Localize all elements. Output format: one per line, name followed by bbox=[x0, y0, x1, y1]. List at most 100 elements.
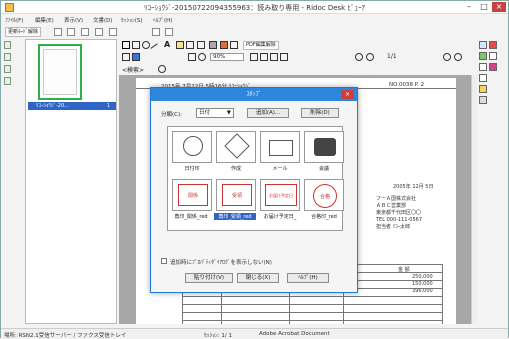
page-thumbnail[interactable] bbox=[38, 44, 82, 100]
panel-icon-7[interactable] bbox=[479, 74, 487, 82]
page-counter: 1/1 bbox=[387, 53, 397, 60]
panel-icon-2[interactable] bbox=[489, 41, 497, 49]
table-vline bbox=[289, 264, 290, 324]
close-button[interactable]: × bbox=[492, 2, 506, 12]
copy-icon[interactable] bbox=[67, 28, 75, 36]
company-line: 東京都千代田区〇〇 bbox=[376, 210, 422, 216]
save-icon[interactable] bbox=[81, 28, 89, 36]
company-line: 担当者 ﾘｺｰ太郎 bbox=[376, 224, 411, 230]
minimize-button[interactable]: – bbox=[467, 2, 471, 11]
next-icon[interactable] bbox=[165, 28, 173, 36]
panel-icon-1[interactable] bbox=[479, 41, 487, 49]
view-icon-2[interactable] bbox=[132, 53, 140, 61]
menu-file[interactable]: ﾌｧｲﾙ(F) bbox=[5, 18, 24, 24]
stamp-kaku-kankei[interactable]: 関係 bbox=[172, 179, 212, 211]
panel-icon-6[interactable] bbox=[489, 63, 497, 71]
menu-view[interactable]: 表示(V) bbox=[64, 18, 84, 24]
circle-icon[interactable] bbox=[142, 41, 150, 49]
table-vline bbox=[182, 264, 183, 324]
fit-page-icon[interactable] bbox=[270, 53, 278, 61]
update-mode-button[interactable]: 更新ﾓｰﾄﾞ解除 bbox=[5, 27, 42, 37]
menu-edit[interactable]: 編集(E) bbox=[35, 18, 54, 24]
print-icon[interactable] bbox=[54, 28, 62, 36]
stamp-create[interactable] bbox=[216, 131, 256, 163]
panel-icon-5[interactable] bbox=[479, 63, 487, 71]
search-label[interactable]: <検索> bbox=[122, 67, 145, 74]
panel-icon-4[interactable] bbox=[489, 52, 497, 60]
classification-label: 分類(C): bbox=[161, 112, 182, 118]
status-doc-type: Adobe Acrobat Document bbox=[259, 331, 330, 337]
zoom-select[interactable]: 90% bbox=[210, 53, 244, 61]
panel-icon-8[interactable] bbox=[479, 85, 487, 93]
sticky-note-icon[interactable] bbox=[197, 41, 205, 49]
stamp-delivery-date[interactable]: お届け予定日 bbox=[260, 179, 300, 211]
stamp-kaku-juryo[interactable]: 受領 bbox=[216, 179, 256, 211]
rectangle-icon[interactable] bbox=[132, 41, 140, 49]
search-icon[interactable] bbox=[158, 65, 166, 73]
fit-icon[interactable] bbox=[188, 53, 196, 61]
company-block: フーＡ国株式会社 ＡＢＣ営業部 東京都千代田区〇〇 TEL 000-111-05… bbox=[376, 196, 422, 231]
menu-session[interactable]: ｾｯｼｮﾝ(S) bbox=[121, 18, 143, 24]
maximize-button[interactable]: □ bbox=[480, 2, 488, 11]
file-icon[interactable] bbox=[4, 65, 11, 73]
help-button[interactable]: ﾍﾙﾌﾟ(H) bbox=[287, 273, 329, 283]
zoom-in-icon[interactable] bbox=[250, 53, 258, 61]
stamp-date[interactable] bbox=[172, 131, 212, 163]
add-stamp-button[interactable]: 追加(A)... bbox=[247, 108, 289, 118]
menu-document[interactable]: 文書(D) bbox=[93, 18, 113, 24]
panel-icon-9[interactable] bbox=[479, 96, 487, 104]
list-icon[interactable] bbox=[4, 53, 11, 61]
undo-icon[interactable] bbox=[122, 41, 130, 49]
filter-icon[interactable] bbox=[4, 77, 11, 85]
session-icon[interactable] bbox=[109, 28, 117, 36]
stamp-goukaku[interactable]: 合格 bbox=[304, 179, 344, 211]
stamp-mail[interactable] bbox=[260, 131, 300, 163]
last-page-icon[interactable] bbox=[454, 53, 462, 61]
panel-icon-3[interactable] bbox=[479, 52, 487, 60]
folder-icon[interactable] bbox=[4, 41, 11, 49]
no-property-checkbox[interactable] bbox=[161, 258, 167, 264]
pdf-edit-cancel-button[interactable]: PDF編集解除 bbox=[243, 41, 279, 50]
dialog-close-button[interactable]: × bbox=[341, 90, 354, 99]
paste-button[interactable]: 貼り付け(V) bbox=[185, 273, 233, 283]
stamp-label-create: 作成 bbox=[230, 166, 241, 172]
app-icon bbox=[5, 3, 14, 12]
highlight-icon[interactable] bbox=[176, 41, 184, 49]
stamp-icon[interactable] bbox=[186, 41, 194, 49]
amount-1: 250,000 bbox=[412, 274, 433, 280]
pdf-icon[interactable] bbox=[220, 41, 228, 49]
next-page-icon[interactable] bbox=[443, 53, 451, 61]
magnifier-icon[interactable] bbox=[198, 53, 206, 61]
table-vline bbox=[442, 264, 443, 324]
dialog-close-text-button[interactable]: 閉じる(X) bbox=[237, 273, 279, 283]
stamp-meeting[interactable] bbox=[304, 131, 344, 163]
fit-width-icon[interactable] bbox=[260, 53, 268, 61]
stamp-grid: 日付印 作成 メール 会議 関係 角印_関係_red 受領 角印_受領_red bbox=[167, 126, 344, 231]
first-page-icon[interactable] bbox=[355, 53, 363, 61]
amount-2: 150,000 bbox=[412, 281, 433, 287]
menu-help[interactable]: ﾍﾙﾌﾟ(H) bbox=[153, 18, 173, 24]
juryo-stamp-icon: 受領 bbox=[222, 184, 252, 206]
rotate-icon[interactable] bbox=[280, 53, 288, 61]
classification-select[interactable]: 日付 ▼ bbox=[196, 108, 234, 118]
vertical-scrollbar[interactable] bbox=[471, 75, 477, 324]
delete-stamp-button[interactable]: 削除(D) bbox=[301, 108, 339, 118]
back-icon[interactable] bbox=[95, 28, 103, 36]
prev-icon[interactable] bbox=[152, 28, 160, 36]
table-vline bbox=[221, 264, 222, 324]
prev-page-icon[interactable] bbox=[366, 53, 374, 61]
select-icon[interactable] bbox=[209, 41, 217, 49]
edit-icon[interactable] bbox=[230, 41, 238, 49]
view-icon-1[interactable] bbox=[122, 53, 130, 61]
thumbnail-page bbox=[43, 49, 77, 95]
thumbnail-caption[interactable]: ﾘｺｰｼｮｳｼﾞ-20... 1 bbox=[28, 102, 116, 110]
status-bar: 場所: RSN2.1受信サーバー / ファクス受信トレイ ｾｯｼｮﾝ: 1/ 1… bbox=[1, 328, 508, 339]
table-line bbox=[182, 304, 442, 305]
classification-value: 日付 bbox=[199, 110, 211, 116]
stamp-label-delivery: お届け予定日_ bbox=[263, 214, 297, 220]
text-icon[interactable]: A bbox=[164, 40, 171, 49]
thumbnail-caption-text: ﾘｺｰｼｮｳｼﾞ-20... bbox=[36, 103, 69, 109]
dialog-title: ｽﾀﾝﾌﾟ bbox=[151, 88, 357, 101]
goukaku-stamp-icon: 合格 bbox=[313, 184, 337, 208]
